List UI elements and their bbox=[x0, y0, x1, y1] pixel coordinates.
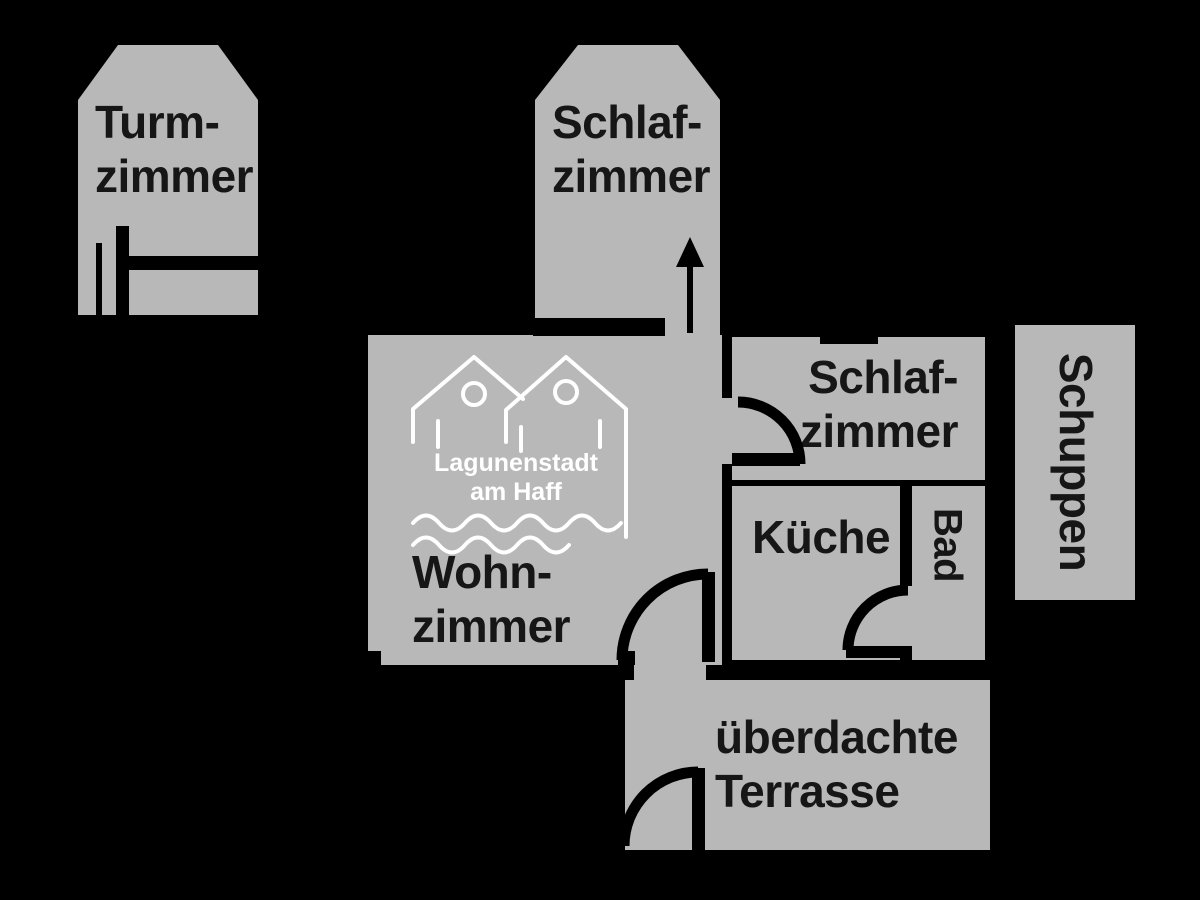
schlafzimmer-tower-label: Schlaf- zimmer bbox=[552, 95, 711, 204]
wohnzimmer-label-line2: zimmer bbox=[412, 600, 571, 653]
schuppen-label: Schuppen bbox=[1050, 352, 1103, 572]
schlafzimmer-label: Schlaf- zimmer bbox=[740, 350, 959, 459]
schlafzimmer-tower-label-line2: zimmer bbox=[552, 150, 711, 203]
wohnzimmer-label: Wohn- zimmer bbox=[412, 545, 571, 654]
turmzimmer-label-line2: zimmer bbox=[95, 150, 254, 203]
turmzimmer-label-line1: Turm- bbox=[95, 96, 220, 148]
schlafzimmer-label-line2: zimmer bbox=[799, 405, 959, 458]
doorway-wohnzimmer-schlafzimmer bbox=[718, 398, 736, 464]
turmzimmer-label: Turm- zimmer bbox=[95, 95, 254, 204]
doorway-kueche-bad bbox=[896, 586, 916, 652]
room-turmzimmer bbox=[78, 45, 258, 315]
room-schuppen bbox=[1015, 325, 1135, 600]
wohnzimmer-label-line1: Wohn- bbox=[412, 546, 552, 598]
doorway-wohnzimmer-terrasse bbox=[634, 658, 706, 684]
room-bad bbox=[912, 486, 985, 660]
terrasse-label: überdachte Terrasse bbox=[715, 710, 958, 819]
schlafzimmer-tower-label-line1: Schlaf- bbox=[552, 96, 702, 148]
bad-label: Bad bbox=[925, 507, 970, 583]
terrasse-label-line1: überdachte bbox=[715, 711, 958, 763]
terrasse-label-line2: Terrasse bbox=[715, 765, 900, 818]
schlafzimmer-label-line1: Schlaf- bbox=[808, 351, 958, 403]
kueche-label: Küche bbox=[752, 511, 891, 563]
